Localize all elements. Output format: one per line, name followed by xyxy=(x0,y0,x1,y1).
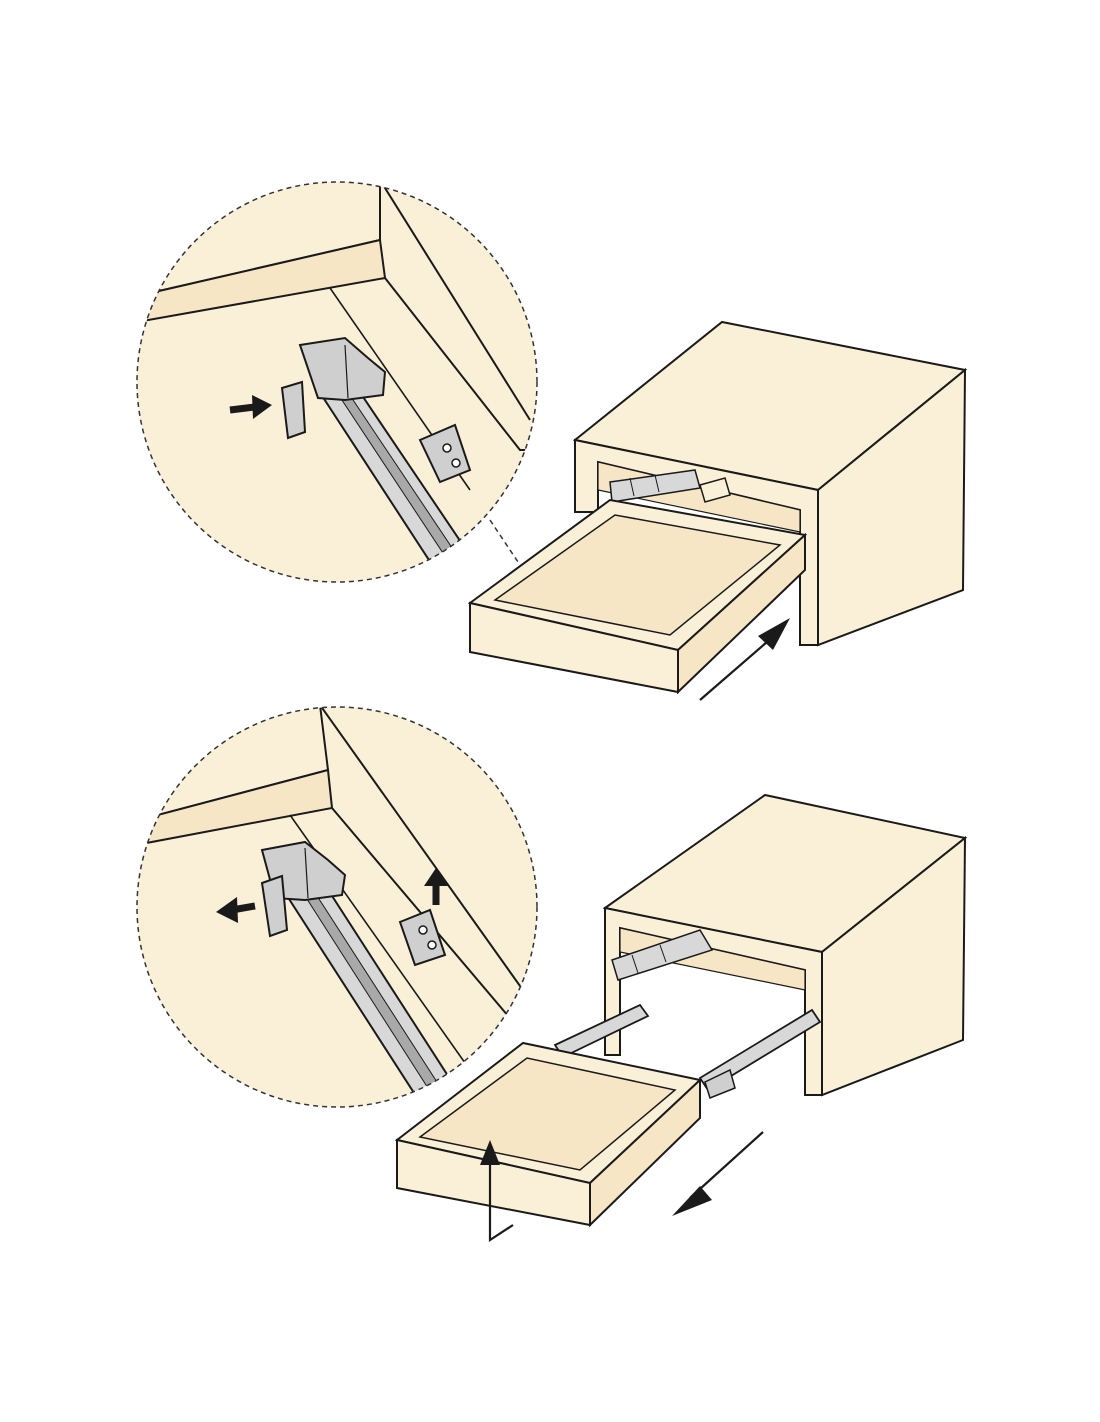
drawer-install xyxy=(467,498,808,695)
drawer-remove xyxy=(394,1041,703,1228)
detail-leader-line xyxy=(489,519,521,566)
mounting-bracket xyxy=(418,423,472,484)
cabinet-remove xyxy=(602,793,968,1097)
extended-slide-rails xyxy=(553,1003,822,1099)
clip-lever xyxy=(280,380,307,440)
runner-inner xyxy=(609,469,701,503)
arrow-lift-drawer-icon xyxy=(480,1140,514,1243)
mounting-bracket xyxy=(398,908,447,967)
arrow-pull-clip-icon xyxy=(216,897,256,923)
detail-circle-install xyxy=(136,181,538,583)
arrow-lift-icon xyxy=(424,868,448,905)
step-remove xyxy=(136,706,968,1243)
locking-clip xyxy=(298,336,387,402)
panel-front-edge xyxy=(137,768,334,850)
detail-circle-remove xyxy=(136,706,538,1108)
cabinet-install xyxy=(572,320,968,647)
arrow-push-in-icon xyxy=(699,618,790,701)
step-install xyxy=(136,181,968,701)
arrow-press-clip-icon xyxy=(229,395,272,419)
panel-front-edge xyxy=(137,238,387,327)
runner-inner xyxy=(611,929,714,981)
clip-lever xyxy=(260,874,289,938)
arrow-pull-out-icon xyxy=(672,1131,764,1216)
